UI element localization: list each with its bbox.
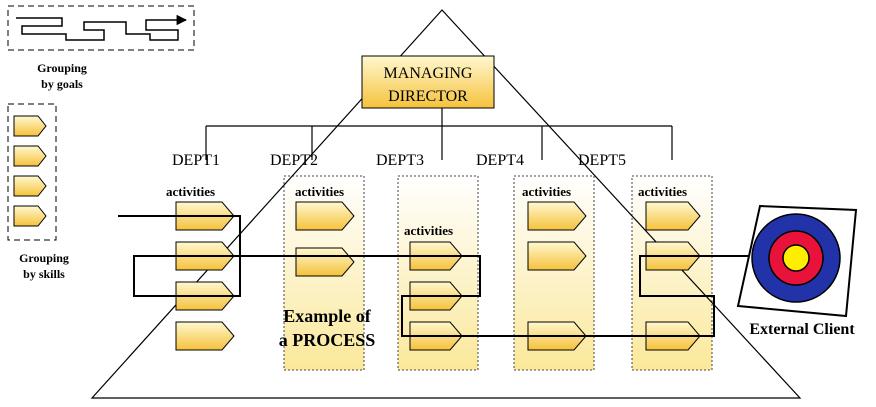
organization-pyramid — [90, 9, 802, 399]
dept2-activity-2 — [295, 247, 355, 277]
process-label-line2: a PROCESS — [279, 330, 376, 350]
org-chart-lines — [205, 108, 673, 160]
process-label-line1: Example of — [283, 306, 372, 326]
dept4-activity-2 — [527, 241, 587, 271]
skills-legend-activity-3 — [13, 175, 47, 197]
dept3-label: DEPT3 — [376, 152, 424, 169]
managing-director-box — [361, 55, 495, 109]
managing-director-line1: MANAGING — [384, 65, 473, 82]
skills-legend-activity-4 — [13, 205, 47, 227]
goals-legend-path-icon — [16, 14, 188, 41]
dept1-label: DEPT1 — [172, 152, 220, 169]
dept2-activity-1 — [295, 201, 355, 231]
dept5-label: DEPT5 — [578, 152, 626, 169]
dept2-label: DEPT2 — [270, 152, 318, 169]
managing-director-line2: DIRECTOR — [388, 88, 468, 105]
goals-legend-box — [7, 5, 195, 51]
goals-legend-line1: Grouping — [37, 61, 87, 75]
dept4-activities-label: activities — [522, 184, 571, 199]
dept4-label: DEPT4 — [476, 152, 524, 169]
dept3-activities-label: activities — [404, 223, 453, 238]
goals-legend-line2: by goals — [41, 77, 83, 91]
skills-legend-line1: Grouping — [19, 251, 69, 265]
skills-legend-box — [7, 103, 57, 241]
target-icon — [736, 204, 858, 318]
process-flow-line — [118, 215, 794, 337]
skills-legend-activity-2 — [13, 145, 47, 167]
dept5-activities-label: activities — [638, 184, 687, 199]
skills-legend-line2: by skills — [23, 267, 65, 281]
dept1-activities-label: activities — [166, 184, 215, 199]
skills-legend-activity-1 — [13, 115, 47, 137]
dept4-activity-1 — [527, 201, 587, 231]
dept5-activity-1 — [645, 201, 701, 231]
external-client-label: External Client — [749, 321, 855, 338]
dept1-activity-4 — [175, 321, 235, 351]
dept2-activities-label: activities — [295, 184, 344, 199]
